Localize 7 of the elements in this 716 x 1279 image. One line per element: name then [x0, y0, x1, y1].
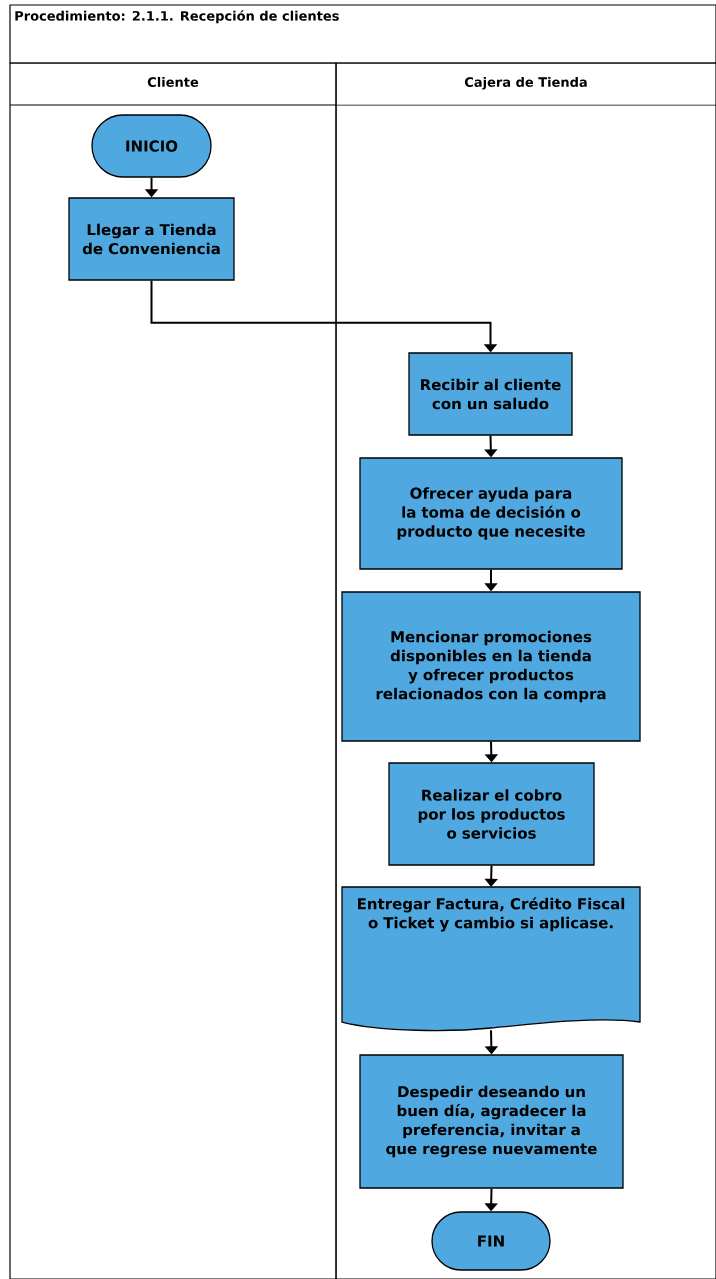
process-box: Recibir al cliente con un saludo: [408, 352, 573, 436]
process-box: Llegar a Tienda de Conveniencia: [68, 197, 235, 281]
process-box: Realizar el cobro por los productos o servicios: [388, 762, 595, 866]
process-box: Ofrecer ayuda para la toma de decisión o producto que necesite: [359, 457, 623, 570]
process-box: Mencionar promociones disponibles en la tienda y ofrecer productos relacionados con la compra: [341, 591, 641, 742]
process-box: Despedir deseando un buen día, agradecer la preferencia, invitar a que regrese nuevamente: [359, 1054, 624, 1189]
title: Procedimiento: 2.1.1. Recepción de clientes: [15, 10, 339, 24]
